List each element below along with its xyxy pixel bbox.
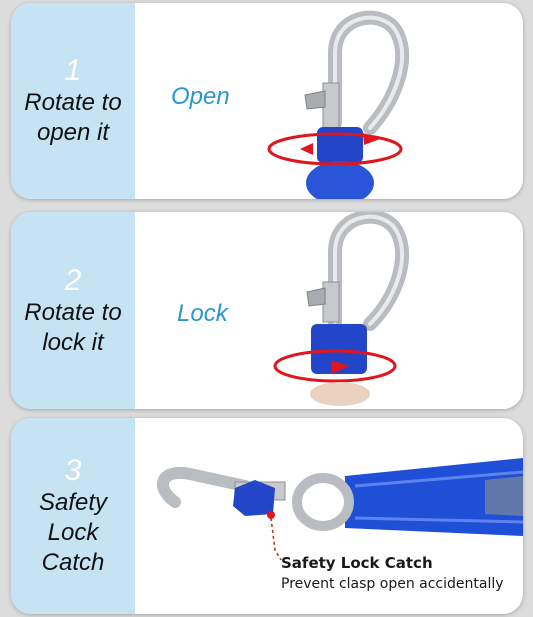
blue-sleeve (317, 127, 363, 163)
action-word-open: Open (171, 83, 230, 110)
step-label-column: 2 Rotate to lock it (11, 212, 135, 409)
clasp-open-illustration (267, 10, 410, 199)
step-label-column: 1 Rotate to open it (11, 3, 135, 199)
step-number: 3 (64, 454, 82, 487)
step-label-line-1: Rotate to (24, 89, 122, 116)
rotation-arrow (273, 349, 397, 383)
step-label-line-2: open it (36, 119, 110, 146)
step-image-area: Lock (135, 212, 523, 409)
safety-catch-illustration (157, 458, 523, 561)
rotation-arrow (267, 132, 403, 166)
catch-indicator-dot (267, 511, 275, 519)
step-label-line-2: Lock (47, 519, 99, 546)
safety-catch (233, 480, 275, 516)
step-label-line-3: Catch (41, 549, 105, 576)
step-label-line-2: lock it (42, 328, 104, 356)
clasp-lock-illustration (273, 212, 410, 406)
step-panel-1: 1 Rotate to open it Open (11, 3, 523, 199)
step-image-area: Open (135, 3, 523, 199)
step-panel-2: 2 Rotate to lock it Lock (11, 212, 523, 409)
caption-title: Safety Lock Catch (281, 554, 433, 572)
blue-sleeve (311, 324, 367, 374)
caption-subtitle: Prevent clasp open accidentally (281, 576, 504, 592)
step-number: 2 (64, 263, 82, 297)
step-number: 1 (64, 54, 82, 87)
step-label-line-1: Rotate to (24, 298, 122, 326)
step-image-area: Safety Lock Catch Prevent clasp open acc… (135, 418, 523, 614)
leash-strap (345, 458, 523, 536)
action-word-lock: Lock (177, 300, 228, 327)
pointer-line (270, 517, 282, 561)
step-label-line-1: Safety (38, 489, 108, 516)
step-panel-3: 3 Safety Lock Catch Safety Lock Catch Pr… (11, 418, 523, 614)
step-label-column: 3 Safety Lock Catch (11, 418, 135, 614)
